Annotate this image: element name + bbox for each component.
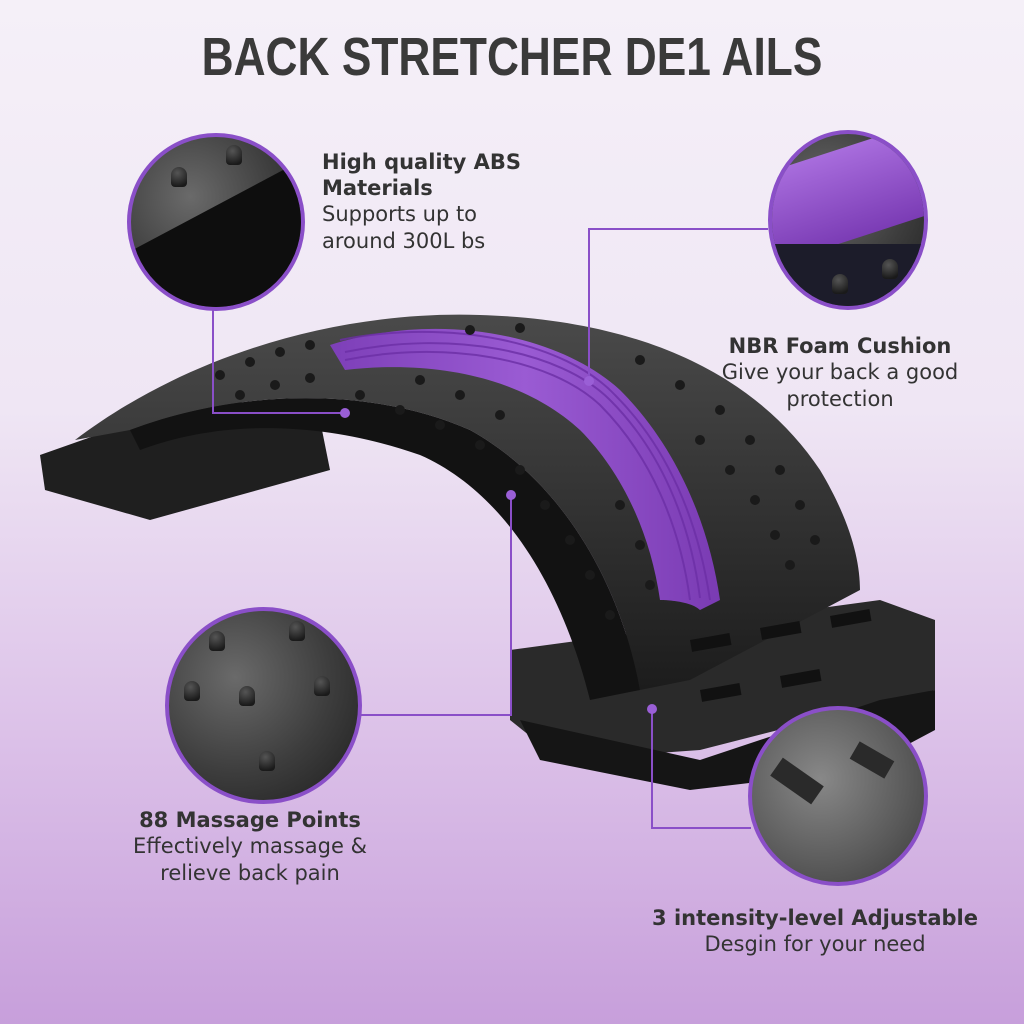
- feature-description: relieve back pain: [160, 861, 340, 885]
- connector-dot-foam: [584, 376, 594, 386]
- detail-circle-foam-cushion: [768, 130, 928, 310]
- feature-massage-points: 88 Massage Points Effectively massage & …: [100, 807, 400, 887]
- connector-line-foam: [588, 228, 768, 230]
- feature-adjustable: 3 intensity-level Adjustable Desgin for …: [630, 905, 1000, 958]
- feature-description: around 300L bs: [322, 229, 486, 253]
- connector-line-foam-v: [588, 228, 590, 380]
- page-title: BACK STRETCHER DE1 AILS: [201, 27, 823, 87]
- detail-circle-abs-material: [127, 133, 305, 311]
- detail-circle-adjustable: [748, 706, 928, 886]
- feature-heading: NBR Foam Cushion: [728, 334, 952, 358]
- feature-description: Supports up to: [322, 202, 478, 226]
- feature-description: protection: [786, 387, 894, 411]
- connector-line-massage: [360, 714, 512, 716]
- connector-dot-adjust: [647, 704, 657, 714]
- connector-line-massage-v: [510, 495, 512, 716]
- detail-circle-massage-points: [165, 607, 362, 804]
- connector-line-abs-h: [212, 412, 344, 414]
- feature-foam-cushion: NBR Foam Cushion Give your back a good p…: [700, 333, 980, 413]
- connector-line-adjust-h: [651, 827, 751, 829]
- feature-heading: 3 intensity-level Adjustable: [652, 906, 978, 930]
- feature-abs-material: High quality ABS Materials Supports up t…: [322, 149, 521, 255]
- connector-line-abs: [212, 305, 214, 413]
- feature-description: Give your back a good: [721, 360, 959, 384]
- feature-heading: High quality ABS: [322, 150, 522, 174]
- connector-dot-abs: [340, 408, 350, 418]
- feature-heading: 88 Massage Points: [139, 808, 361, 832]
- feature-heading: Materials: [322, 176, 433, 200]
- feature-description: Effectively massage &: [133, 834, 367, 858]
- connector-dot-massage: [506, 490, 516, 500]
- feature-description: Desgin for your need: [704, 932, 926, 956]
- connector-line-adjust: [651, 708, 653, 828]
